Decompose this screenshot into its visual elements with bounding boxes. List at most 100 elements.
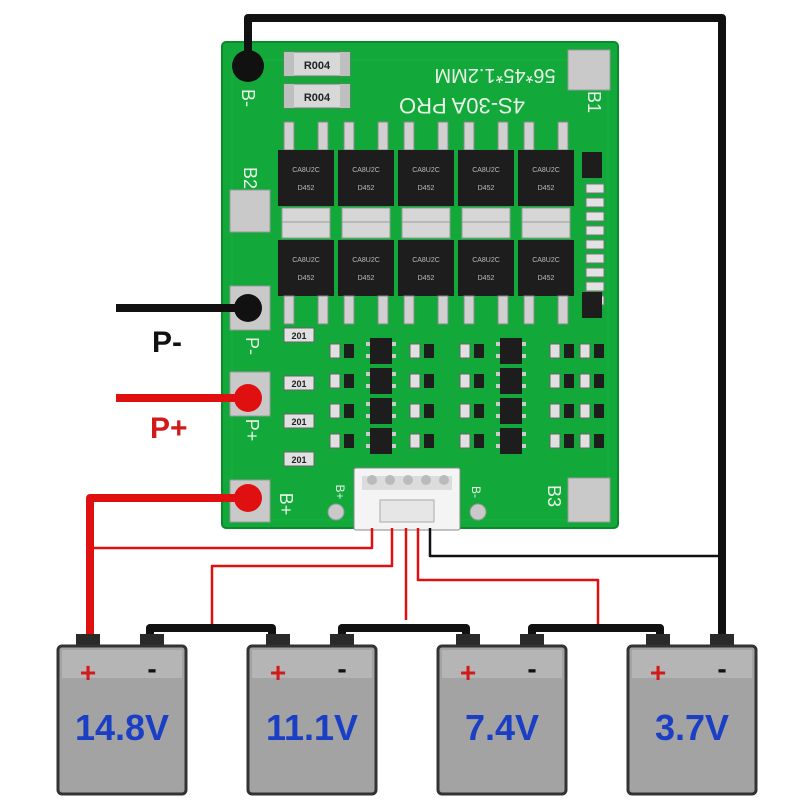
mosfet-code: D452: [298, 275, 315, 282]
side-resistor: [585, 183, 605, 194]
pad-label-b-minus: B-: [238, 89, 258, 107]
battery-top-band: [252, 650, 372, 678]
shunt-resistor: R004: [283, 51, 351, 77]
protection-ic: [370, 338, 392, 364]
smd-component: [564, 374, 574, 388]
smd-component: [344, 344, 354, 358]
battery-cell: +-3.7V: [626, 634, 758, 796]
mosfet-code: CA8U2C: [412, 167, 440, 174]
smd-component: [459, 343, 471, 359]
smd-component: [409, 373, 421, 389]
protection-ic: [500, 398, 522, 424]
smd-component: [549, 373, 561, 389]
pad-label-b2: B2: [240, 167, 260, 189]
smd-component: [409, 343, 421, 359]
battery-minus-sign: -: [147, 653, 156, 684]
battery-body: [246, 644, 378, 796]
smd-component: [424, 434, 434, 448]
pad-label-b1: B1: [584, 91, 604, 113]
side-resistor: [585, 267, 605, 278]
chip-resistor-code: 201: [291, 379, 306, 389]
smd-component: [424, 404, 434, 418]
pad-label-b3: B3: [544, 485, 564, 507]
side-resistor: [585, 281, 605, 292]
protection-ic: [370, 428, 392, 454]
smd-component: [594, 404, 604, 418]
solder-joint-p-minus: [234, 294, 262, 322]
mosfet-code: D452: [538, 185, 555, 192]
battery-voltage: 7.4V: [465, 707, 539, 748]
smd-component: [579, 403, 591, 419]
main-wire-b-plus: [86, 494, 248, 640]
protection-ic: [500, 338, 522, 364]
smd-component: [424, 344, 434, 358]
connector-label-b-minus: B-: [469, 486, 483, 498]
smd-component: [474, 344, 484, 358]
pcb-model-label: 4S-30A PRO: [399, 93, 525, 118]
chip-resistor-code: 201: [291, 331, 306, 341]
smd-component: [424, 374, 434, 388]
side-components: [582, 152, 605, 318]
battery-voltage: 11.1V: [266, 707, 358, 748]
balance-wire-b1: [416, 528, 600, 624]
battery-top-band: [442, 650, 562, 678]
battery-minus-sign: -: [717, 653, 726, 684]
external-label-p-minus: P-: [152, 326, 182, 359]
smd-component: [344, 374, 354, 388]
smd-component: [549, 403, 561, 419]
battery-body: [56, 644, 188, 796]
smd-component: [594, 434, 604, 448]
chip-resistor-column: 201 201 201 201: [283, 327, 315, 467]
battery-top-band: [62, 650, 182, 678]
shunt-resistor: R004: [283, 83, 351, 109]
side-resistor: [585, 197, 605, 208]
smd-component: [409, 403, 421, 419]
smd-component: [329, 343, 341, 359]
pcb-spec-label: 56*45*1.2MM: [434, 64, 555, 86]
side-resistor: [585, 239, 605, 250]
mosfet-code: CA8U2C: [472, 257, 500, 264]
protection-ic: [370, 398, 392, 424]
battery-minus-sign: -: [337, 653, 346, 684]
smd-component: [579, 373, 591, 389]
smd-component: [474, 404, 484, 418]
smd-component: [549, 343, 561, 359]
side-resistor: [585, 253, 605, 264]
mosfet-row-bottom: CA8U2CD452CA8U2CD452CA8U2CD452CA8U2CD452…: [278, 221, 574, 325]
mosfet-code: D452: [418, 185, 435, 192]
battery-cell: +-14.8V: [56, 634, 188, 796]
mosfet-code: CA8U2C: [352, 257, 380, 264]
solder-joint-b-minus: [232, 50, 264, 82]
smd-component: [579, 343, 591, 359]
smd-component: [579, 433, 591, 449]
solder-joint-b-plus: [234, 484, 262, 512]
series-link-3: [528, 624, 664, 640]
smd-component: [329, 403, 341, 419]
protection-ic: [500, 428, 522, 454]
protection-ic: [500, 368, 522, 394]
bms-pcb-board: 56*45*1.2MM 4S-30A PRO R004 R004 CA8U2CD…: [221, 41, 619, 531]
smd-component: [459, 373, 471, 389]
mosfet-code: CA8U2C: [532, 257, 560, 264]
mosfet-code: CA8U2C: [292, 257, 320, 264]
chip-resistor-code: 201: [291, 417, 306, 427]
battery-plus-sign: +: [460, 657, 476, 688]
mosfet-code: D452: [358, 185, 375, 192]
mosfet-code: D452: [418, 275, 435, 282]
smd-component: [564, 404, 574, 418]
battery-minus-sign: -: [527, 653, 536, 684]
pad-label-b-plus: B+: [276, 493, 296, 516]
side-resistor: [585, 211, 605, 222]
mosfet-code: CA8U2C: [472, 167, 500, 174]
series-link-2: [338, 624, 470, 640]
protection-ic-cluster: [329, 338, 604, 454]
battery-pack: +-14.8V+-11.1V+-7.4V+-3.7V: [56, 634, 758, 796]
balance-wire-b-plus: [88, 528, 374, 640]
side-transistor: [582, 292, 602, 318]
battery-voltage: 14.8V: [75, 707, 169, 748]
mosfet-code: D452: [538, 275, 555, 282]
